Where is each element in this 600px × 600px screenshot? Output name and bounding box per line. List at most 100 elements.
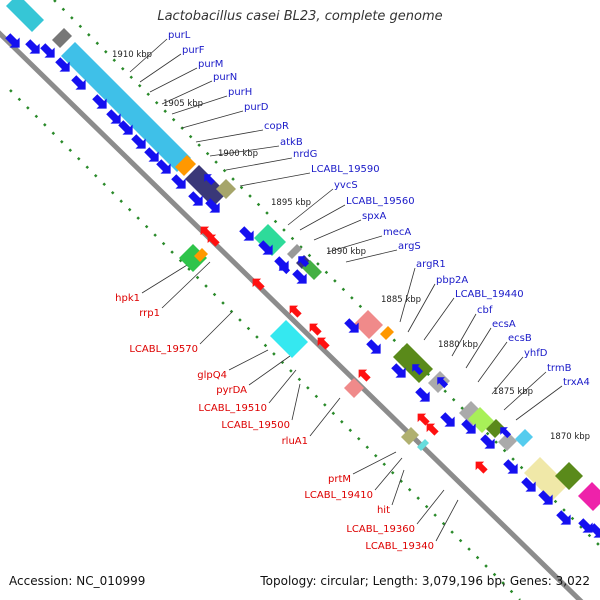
rluA1-gene <box>344 378 364 398</box>
forward-gene-arrow-7 <box>106 109 121 124</box>
kbp-tick-label: 1880 kbp <box>438 340 478 350</box>
cyan-gene-top <box>6 0 44 32</box>
light-blue-gene <box>515 429 533 447</box>
reverse-blue-arrow-6 <box>500 427 512 439</box>
reverse-gene-arrow-10 <box>475 461 488 474</box>
forward-gene-label: nrdG <box>293 149 317 160</box>
leader-line <box>491 356 524 395</box>
dark-green-gene <box>486 419 505 438</box>
accession-text: Accession: NC_010999 <box>9 574 146 588</box>
kbp-tick-label: 1900 kbp <box>218 149 258 159</box>
forward-gene-arrow-11 <box>156 159 171 174</box>
grey-small-gene <box>287 244 302 259</box>
leader-line <box>129 38 168 73</box>
forward-gene-label: LCABL_19590 <box>311 164 380 175</box>
forward-gene-arrow-8 <box>118 120 133 135</box>
purL-gene-band <box>61 42 191 172</box>
forward-gene-arrow-21 <box>391 363 406 378</box>
leader-line <box>209 145 280 157</box>
leader-line <box>181 110 244 129</box>
leader-line <box>451 313 477 357</box>
leader-line <box>171 95 228 115</box>
glpQ4-gene <box>270 320 308 358</box>
cream-gene <box>524 457 568 501</box>
forward-gene-arrow-1 <box>5 33 20 48</box>
leader-line <box>161 80 213 105</box>
forward-gene-arrow-3 <box>40 43 55 58</box>
forward-gene-arrow-31 <box>589 523 600 538</box>
orange-small-gene <box>380 326 394 340</box>
reverse-gene-label: prtM <box>328 474 351 485</box>
orange-gene <box>175 155 196 176</box>
leader-line <box>149 67 198 93</box>
forward-gene-arrow-15 <box>239 226 254 241</box>
reverse-blue-arrow-1 <box>204 174 216 186</box>
forward-gene-label: copR <box>264 121 289 132</box>
forward-gene-arrow-9 <box>131 134 146 149</box>
atkB-gene <box>185 165 227 207</box>
forward-gene-label: purH <box>228 87 252 98</box>
forward-gene-label: LCABL_19560 <box>346 196 415 207</box>
forward-gene-arrow-10 <box>144 147 159 162</box>
leader-line <box>477 341 508 383</box>
forward-gene-label: yvcS <box>334 180 358 191</box>
topology-text: Topology: circular; Length: 3,079,196 bp… <box>260 574 590 588</box>
forward-gene-arrow-19 <box>344 318 359 333</box>
reverse-gene-label: rluA1 <box>282 436 308 447</box>
forward-gene-label: yhfD <box>524 348 548 359</box>
leader-line <box>435 499 459 542</box>
forward-gene-arrow-22 <box>415 387 430 402</box>
leader-line <box>399 267 416 323</box>
dotted-guide-1 <box>53 0 600 547</box>
reverse-gene-label: LCABL_19340 <box>365 541 434 552</box>
reverse-gene-label: hit <box>377 505 390 516</box>
reverse-gene-arrow-3 <box>252 278 265 291</box>
forward-gene-label: purL <box>168 30 191 41</box>
forward-gene-arrow-4 <box>55 57 70 72</box>
leader-line <box>374 457 403 491</box>
leader-line <box>299 204 346 231</box>
forward-gene-arrow-13 <box>188 191 203 206</box>
argR1-gene <box>393 343 433 383</box>
reverse-gene-label: pyrDA <box>216 385 247 396</box>
reverse-blue-arrow-5 <box>437 377 449 389</box>
leader-line <box>287 188 334 226</box>
gene-labels: purLpurFpurMpurNpurHpurDcopRatkBnrdGLCAB… <box>115 30 590 552</box>
leader-line <box>225 157 293 171</box>
forward-gene-arrow-27 <box>521 477 536 492</box>
forward-gene-arrow-18 <box>292 269 307 284</box>
leader-line <box>248 355 291 386</box>
leader-line <box>407 283 436 333</box>
grey-gene-4 <box>498 432 517 451</box>
leader-line <box>291 383 301 421</box>
leader-line <box>309 397 341 437</box>
forward-gene-label: spxA <box>362 211 386 222</box>
pink-gene <box>354 310 383 339</box>
forward-gene-arrow-29 <box>556 510 571 525</box>
leader-line <box>465 327 492 369</box>
forward-gene-arrow-23 <box>440 412 455 427</box>
forward-gene-arrow-25 <box>480 434 495 449</box>
reverse-gene-label: LCABL_19570 <box>129 344 198 355</box>
forward-gene-label: argS <box>398 241 421 252</box>
kbp-tick-label: 1905 kbp <box>163 99 203 109</box>
forward-gene-label: ecsA <box>492 319 516 330</box>
kbp-tick-label: 1890 kbp <box>326 247 366 257</box>
prtM-gene <box>401 427 419 445</box>
reverse-gene-label: glpQ4 <box>197 370 227 381</box>
leader-line <box>239 172 311 187</box>
leader-line <box>391 469 405 506</box>
reverse-blue-arrow-3 <box>298 256 310 268</box>
reverse-blue-arrow-4 <box>412 364 424 376</box>
reverse-gene-label: hpk1 <box>115 293 140 304</box>
leader-line <box>352 451 397 475</box>
leader-line <box>313 219 362 241</box>
leader-line <box>268 369 297 404</box>
kbp-tick-label: 1910 kbp <box>112 50 152 60</box>
kbp-tick-label: 1875 kbp <box>493 387 533 397</box>
leader-line <box>199 311 233 345</box>
reverse-gene-label: LCABL_19510 <box>198 403 267 414</box>
forward-gene-arrow-24 <box>461 419 476 434</box>
